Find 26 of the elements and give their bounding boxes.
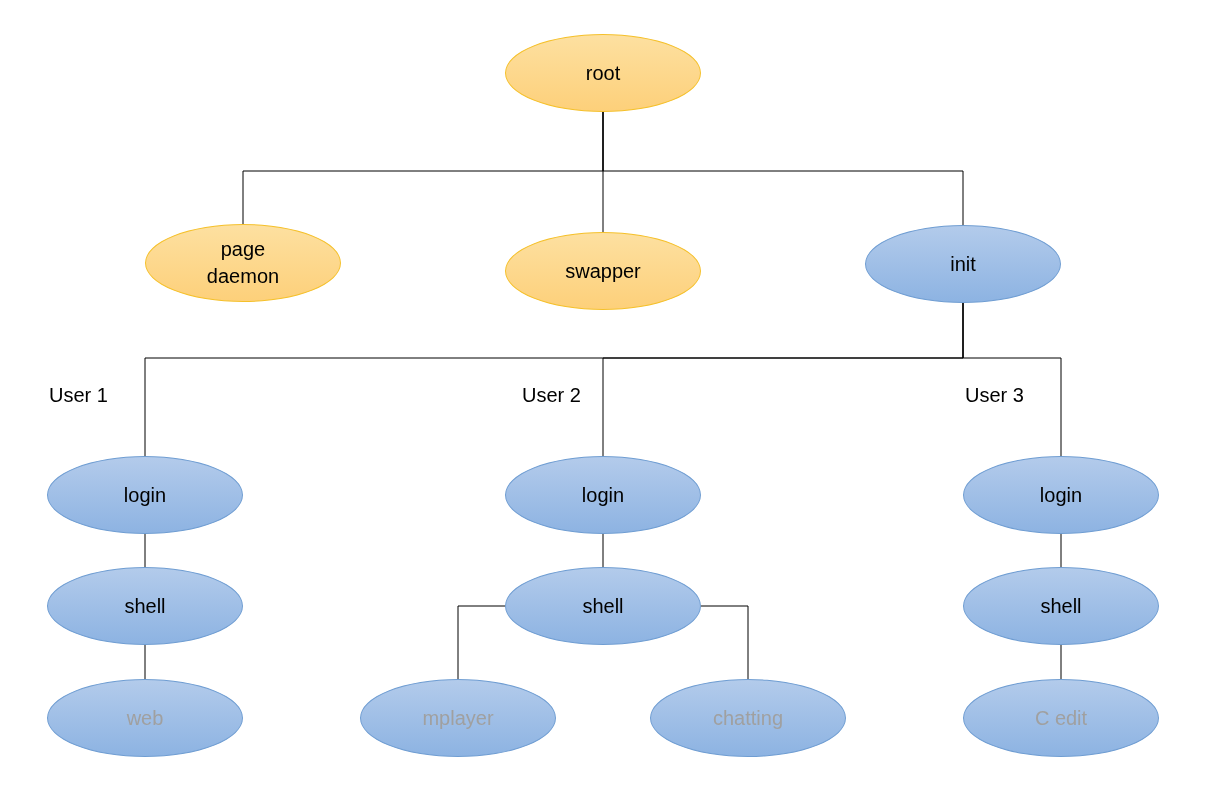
connector-line (144, 533, 146, 568)
node-label: login (1039, 482, 1083, 508)
connector-line (962, 302, 1062, 457)
node-label: root (585, 60, 621, 86)
connector-line (1060, 644, 1062, 680)
node-label: mplayer (422, 705, 494, 731)
connector-line (602, 111, 964, 226)
node-label: init (950, 251, 976, 277)
connector-line (700, 605, 749, 680)
node-label: shell (124, 593, 166, 619)
connector-line (602, 533, 604, 568)
node-label: login (123, 482, 167, 508)
node-label: page daemon (205, 237, 281, 289)
node-label: swapper (565, 258, 641, 284)
node-label: login (581, 482, 625, 508)
user-label: User 3 (965, 384, 1024, 407)
user-label: User 1 (49, 384, 108, 407)
node-label: shell (582, 593, 624, 619)
user-label: User 2 (522, 384, 581, 407)
node-label: chatting (712, 705, 784, 731)
node-label: shell (1040, 593, 1082, 619)
connector-line (144, 644, 146, 680)
node-label: C edit (1034, 705, 1088, 731)
node-label: web (126, 705, 164, 731)
connector-line (457, 605, 506, 680)
connector-line (1060, 533, 1062, 568)
